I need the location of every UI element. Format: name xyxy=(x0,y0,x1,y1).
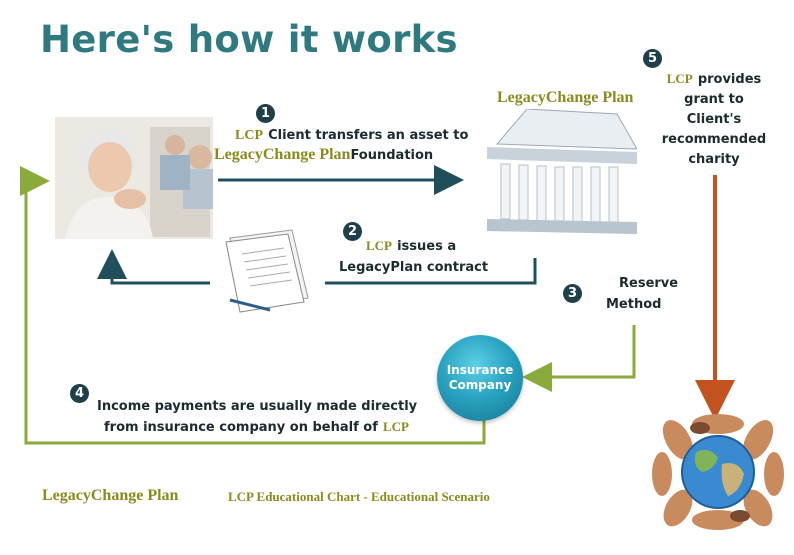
insurance-company-node: Insurance Company xyxy=(437,335,523,421)
step2-text-b: LegacyPlan contract xyxy=(339,260,489,275)
step4-number-badge: 4 xyxy=(70,384,89,403)
step5-text-e: charity xyxy=(688,152,740,167)
step4-brand: LCP xyxy=(382,419,409,434)
step2-text-line1: LCP issues a xyxy=(366,235,456,257)
footer-brand: LegacyChange Plan xyxy=(42,487,179,504)
step1-text-a: Client transfers an asset to xyxy=(268,128,469,143)
arrow-step2 xyxy=(325,258,537,285)
charity-globe-icon xyxy=(652,414,784,530)
step1-number-badge: 1 xyxy=(256,104,275,123)
step5-text-d: recommended xyxy=(661,132,767,147)
step1-brand2: LegacyChange Plan xyxy=(214,146,351,163)
client-photo xyxy=(55,117,213,239)
footer-caption: LCP Educational Chart - Educational Scen… xyxy=(228,489,490,504)
step1-text-line1: LCP Client transfers an asset to xyxy=(235,124,468,146)
step2-brand: LCP xyxy=(366,238,392,253)
step5-text-c: Client's xyxy=(686,112,742,127)
contract-document-icon xyxy=(225,229,309,313)
arrow-step2-left xyxy=(97,249,210,285)
page-title: Here's how it works xyxy=(40,18,458,61)
step3-number-badge: 3 xyxy=(563,284,582,303)
step5-text-block: LCP provides grant to Client's recommend… xyxy=(650,68,778,170)
step4-text-line2: from insurance company on behalf of LCP xyxy=(104,416,409,438)
step1-text-b: Foundation xyxy=(350,148,434,163)
step5-brand: LCP xyxy=(666,71,693,86)
insurance-label-1: Insurance xyxy=(446,363,514,377)
step2-number-badge: 2 xyxy=(343,222,362,241)
step3-text-a: Reserve xyxy=(619,276,679,291)
step1-brand: LCP xyxy=(235,128,263,143)
step4-text-b: from insurance company on behalf of xyxy=(104,420,378,435)
foundation-building-icon xyxy=(487,109,637,234)
building-label: LegacyChange Plan xyxy=(497,89,634,106)
step1-text-line2: LegacyChange PlanFoundation xyxy=(214,144,433,166)
arrow-step4 xyxy=(20,166,486,445)
step5-text-a: provides xyxy=(697,72,762,87)
arrow-step3 xyxy=(522,325,636,392)
step5-text-b: grant to xyxy=(684,92,744,107)
insurance-label-2: Company xyxy=(448,378,512,392)
step2-text-a: issues a xyxy=(397,239,457,254)
step3-text-b: Method xyxy=(606,297,662,312)
step4-text-a: Income payments are usually made directl… xyxy=(97,399,418,414)
step5-number-badge: 5 xyxy=(643,49,662,68)
